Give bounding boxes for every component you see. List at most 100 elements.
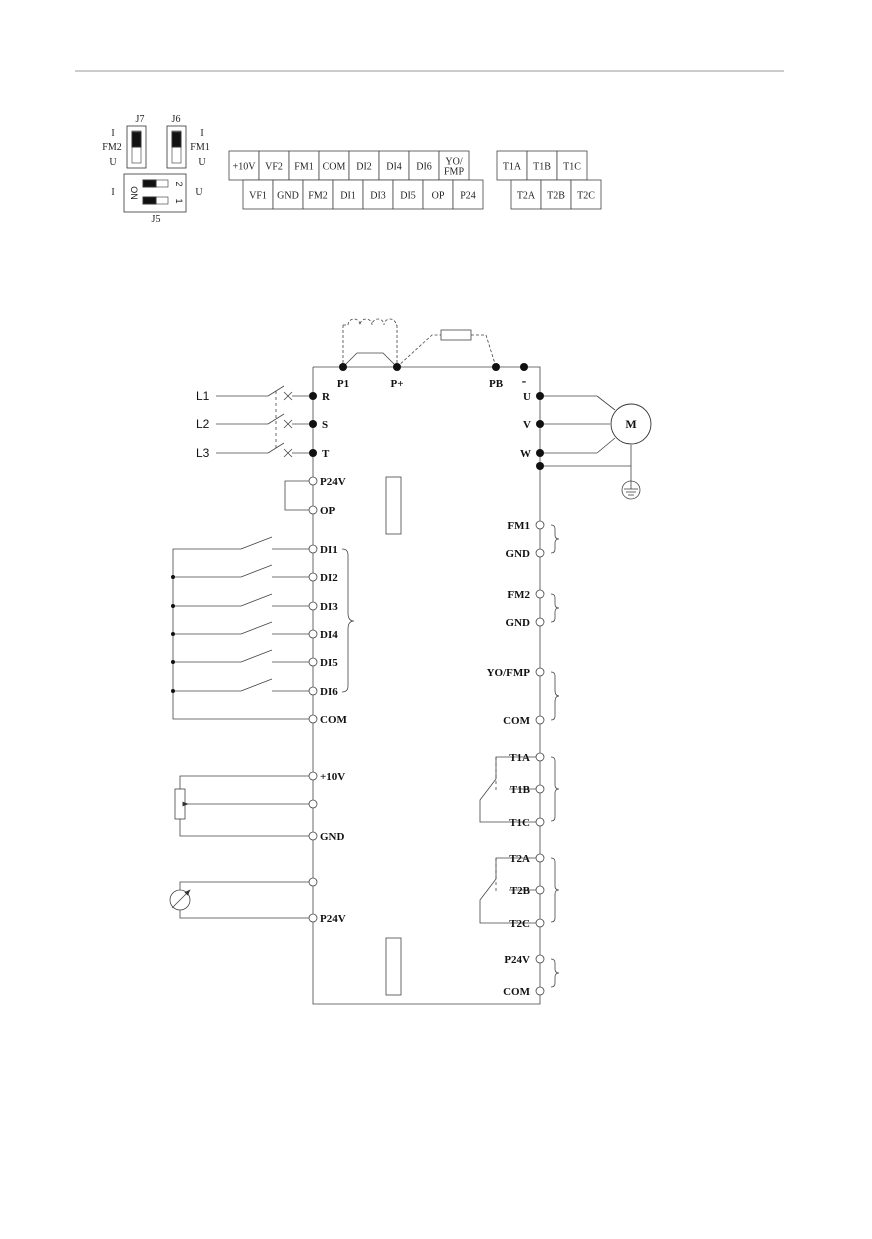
- terminal-label: OP: [432, 191, 445, 202]
- terminal-label: YO/FMP: [487, 667, 531, 679]
- j5-on: ON: [129, 186, 139, 200]
- label-l3: L3: [196, 446, 210, 460]
- terminal-pplus-dot: [393, 363, 401, 371]
- terminal-cell-top-di2: DI2: [348, 150, 380, 181]
- terminal-t2a: T2A: [509, 853, 545, 865]
- inverter-box: [312, 318, 541, 1005]
- terminal-cell-bottom-op: OP: [422, 179, 454, 210]
- terminal-label: DI1: [320, 544, 338, 556]
- j5-n2: 2: [174, 181, 184, 186]
- terminal-com: COM: [308, 714, 348, 726]
- j6-mid: FM1: [190, 142, 209, 153]
- label-l1: L1: [196, 389, 210, 403]
- terminal-gnd: GND: [506, 548, 545, 560]
- label-pplus: P+: [391, 378, 404, 390]
- di-junction-dots: [171, 575, 175, 693]
- terminal-label: FM2: [308, 191, 327, 202]
- terminal-label: +10V: [320, 771, 345, 783]
- terminal-di3: DI3: [308, 601, 338, 613]
- j5-left: I: [111, 187, 114, 198]
- terminal-yo-fmp: YO/FMP: [487, 667, 545, 679]
- terminal-label: T1B: [510, 784, 531, 796]
- label-u: U: [523, 391, 531, 403]
- terminal-label: DI5: [400, 191, 416, 202]
- terminal-label: P24V: [320, 913, 346, 925]
- terminal-cell-top-vf2: VF2: [258, 150, 290, 181]
- jumper-j5: I U ON 2 1 J5: [111, 173, 203, 225]
- right-wiring: [479, 524, 560, 988]
- label-v: V: [523, 419, 531, 431]
- terminal-label: DI1: [340, 191, 356, 202]
- terminal-cell-top-di6: DI6: [408, 150, 440, 181]
- terminal-t2b: T2B: [510, 885, 545, 897]
- shorting-bar: [342, 352, 398, 368]
- j6-bottom: U: [198, 157, 206, 168]
- terminal-pb-dot: [492, 363, 500, 371]
- terminal-p24v: P24V: [504, 954, 545, 966]
- terminal-label: T2A: [509, 853, 530, 865]
- brake-resistor-right-lead: [471, 334, 497, 368]
- terminal-label: FM2: [507, 589, 530, 601]
- terminal-label: FM1: [294, 162, 313, 173]
- terminal-10v: +10V: [308, 771, 345, 783]
- terminal-label: COM: [503, 715, 531, 727]
- terminal-di4: DI4: [308, 629, 338, 641]
- box-outline: [312, 366, 541, 1005]
- terminal-label: GND: [506, 617, 531, 629]
- terminal-label: GND: [277, 191, 299, 202]
- terminal-di1: DI1: [308, 544, 338, 556]
- terminal-label: DI3: [320, 601, 338, 613]
- terminal-cell-top-t1b: T1B: [526, 150, 558, 181]
- terminal-cell-bottom-t2c: T2C: [570, 179, 602, 210]
- terminal-fm1: FM1: [507, 520, 545, 532]
- brake-resistor: [440, 329, 472, 341]
- terminal-label: T2C: [509, 918, 530, 930]
- terminal-com: COM: [503, 986, 545, 998]
- label-r: R: [322, 391, 331, 403]
- j5-label: J5: [152, 214, 161, 225]
- terminal-cell-bottom-vf1: VF1: [242, 179, 274, 210]
- right-terminals: FM1GNDFM2GNDYO/FMPCOMT1AT1BT1CT2AT2BT2CP…: [487, 520, 545, 998]
- terminal-label: T2C: [577, 191, 595, 202]
- terminal-cell-bottom-di1: DI1: [332, 179, 364, 210]
- terminal-com: COM: [503, 715, 545, 727]
- j7-knob: [131, 131, 142, 148]
- terminal-di2: DI2: [308, 572, 338, 584]
- terminal-label: GND: [506, 548, 531, 560]
- label-p1: P1: [337, 378, 349, 390]
- jumper-j6: J6 I FM1 U: [166, 114, 210, 169]
- j5-switch-2-knob: [142, 179, 157, 188]
- terminal-cell-top-di4: DI4: [378, 150, 410, 181]
- terminal-cell-bottom-di3: DI3: [362, 179, 394, 210]
- label-w: W: [520, 448, 531, 460]
- terminal-cell-top-t1a: T1A: [496, 150, 528, 181]
- terminal-label: DI2: [320, 572, 338, 584]
- terminal-label: DI6: [416, 162, 432, 173]
- label-l2: L2: [196, 417, 210, 431]
- terminal-fm2: FM2: [507, 589, 545, 601]
- brake-resistor-left-lead: [396, 334, 441, 368]
- j6-top: I: [200, 128, 203, 139]
- terminal-label: GND: [320, 831, 345, 843]
- input-terminals: R S T: [309, 391, 331, 460]
- j6-knob: [171, 131, 182, 148]
- terminal-cell-bottom-t2b: T2B: [540, 179, 572, 210]
- terminal-label: DI3: [370, 191, 386, 202]
- motor-circle: [610, 403, 652, 445]
- terminal-cell-bottom-gnd: GND: [272, 179, 304, 210]
- terminal-unlabeled: [308, 799, 318, 809]
- terminal-cell-top-com: COM: [318, 150, 350, 181]
- j5-switch-1-knob: [142, 196, 157, 205]
- terminal-label: P24: [460, 191, 476, 202]
- terminal-op: OP: [308, 505, 336, 517]
- j7-mid: FM2: [102, 142, 121, 153]
- terminal-cell-bottom-fm2: FM2: [302, 179, 334, 210]
- terminal-label: T1C: [509, 817, 530, 829]
- dc-bus-terminals: P1 P+ PB -: [337, 363, 528, 390]
- terminal-label: DI4: [320, 629, 338, 641]
- j5-n1: 1: [174, 198, 184, 203]
